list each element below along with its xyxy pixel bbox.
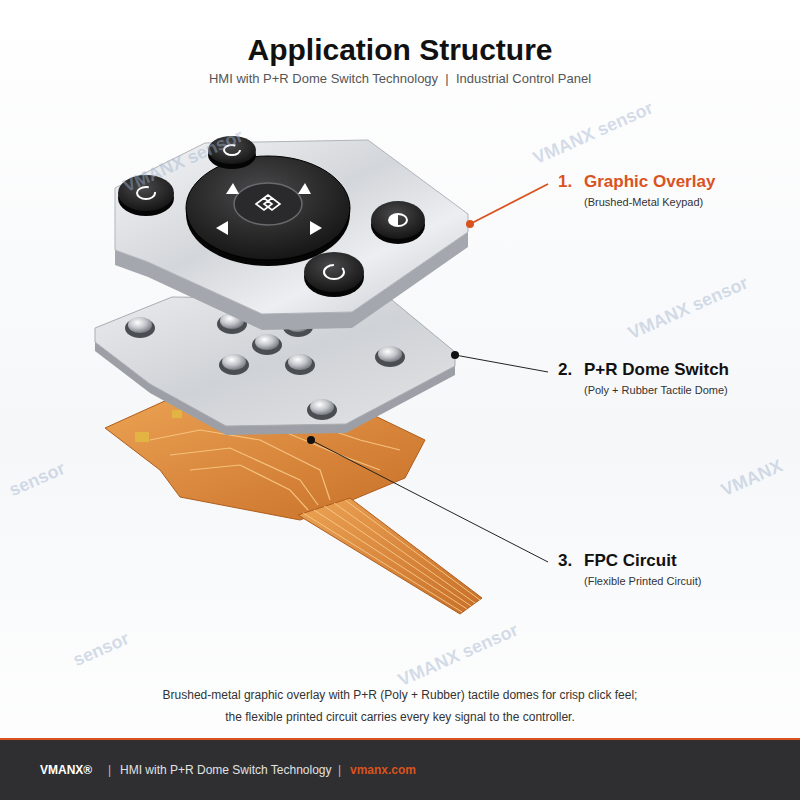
dome (222, 354, 246, 370)
leader-dot (466, 220, 474, 228)
dome-base (219, 355, 249, 375)
footer-band: VMANX® | HMI with P+R Dome Switch Technolo… (0, 738, 800, 800)
arrow-icon (310, 221, 322, 235)
watermark: sensor (6, 458, 68, 501)
fpc-trace (314, 510, 467, 609)
subtitle: HMI with P+R Dome Switch Technology | In… (0, 72, 800, 87)
key-icon (324, 265, 344, 279)
leader-line (470, 184, 548, 224)
part-description: (Flexible Printed Circuit) (584, 575, 701, 588)
dome (288, 354, 312, 370)
dome-base (285, 355, 315, 375)
title: Application Structure (0, 33, 800, 68)
leader-line (455, 355, 548, 372)
callout-number: 3. (558, 551, 572, 571)
leader-line (311, 440, 548, 562)
key-button (371, 201, 425, 239)
fpc-tail (298, 498, 482, 614)
fpc-trace (345, 500, 480, 600)
arrow-icon (298, 183, 311, 194)
dome-base (252, 335, 282, 355)
arrow-icon (226, 183, 239, 194)
dome (255, 334, 279, 350)
leader-dot (451, 351, 459, 359)
fpc-pad (135, 432, 149, 442)
fpc-trace (190, 465, 308, 510)
fpc-pad (172, 410, 182, 418)
part-name: Graphic Overlay (584, 172, 715, 192)
fpc-trace (334, 503, 475, 603)
key-icon (389, 214, 398, 226)
footer-text: HMI with P+R Dome Switch Technology (120, 764, 332, 778)
brand-name: VMANX® (40, 764, 92, 778)
caption: Brushed-metal graphic overlay with P+R (… (160, 684, 640, 728)
center-button (234, 183, 302, 225)
watermark: VMANX sensor (530, 98, 656, 169)
arrow-icon (216, 221, 228, 235)
dome (310, 399, 334, 415)
callout-number: 1. (558, 172, 572, 192)
separator: | (108, 764, 111, 778)
navigation-button (186, 156, 350, 260)
leader-dot (307, 436, 315, 444)
watermark: VMANX sensor (395, 620, 521, 691)
center-icon (256, 195, 280, 210)
dome-base (307, 400, 337, 420)
dome-base (125, 318, 155, 338)
dome-base (375, 347, 405, 367)
part-description: (Poly + Rubber Tactile Dome) (584, 384, 728, 397)
separator: | (338, 764, 341, 778)
dome (378, 346, 402, 362)
fpc-trace (324, 506, 471, 606)
watermark: VMANX sensor (625, 273, 751, 344)
key-button (304, 252, 364, 292)
key-icon (389, 214, 407, 226)
dome (128, 317, 152, 333)
watermark: sensor (70, 628, 132, 671)
part-name: P+R Dome Switch (584, 360, 729, 380)
callout-number: 2. (558, 360, 572, 380)
part-name: FPC Circuit (584, 551, 677, 571)
part-description: (Brushed-Metal Keypad) (584, 196, 703, 209)
website: vmanx.com (350, 764, 416, 778)
watermark: VMANX (718, 456, 786, 501)
